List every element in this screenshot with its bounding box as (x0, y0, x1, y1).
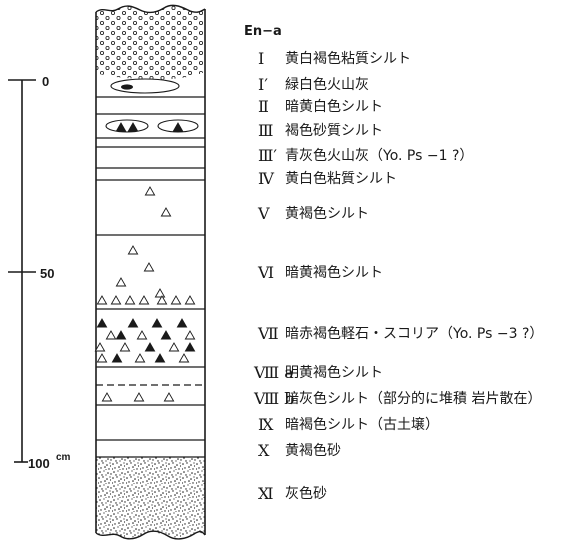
open-triangle-symbol (124, 295, 136, 305)
layer-description-XI: 灰色砂 (285, 485, 327, 502)
layer-numeral-V: Ⅴ (257, 204, 270, 223)
layer-description-X: 黄褐色砂 (285, 442, 341, 459)
open-triangle-symbol (143, 262, 155, 272)
open-triangle-symbol (110, 295, 122, 305)
tephra-marker-label: En−a (244, 24, 282, 39)
layer-numeral-VIII-b: Ⅷ b (253, 389, 295, 408)
layer-labels: Ⅰ 黄白褐色粘質シルト Ⅰ′ 緑白色火山灰 Ⅱ 暗黄白色シルト Ⅲ 褐色砂質シル… (253, 49, 543, 503)
layer-description-V: 黄褐色シルト (285, 205, 369, 222)
scoria-triangle-symbol (127, 122, 139, 132)
open-triangle-symbol (134, 353, 146, 363)
layer-description-IX: 暗褐色シルト（古土壌） (285, 416, 439, 433)
open-triangle-symbol (96, 353, 108, 363)
open-triangle-symbol (178, 353, 190, 363)
open-triangle-symbol (94, 342, 106, 352)
filled-triangle-symbol (127, 318, 139, 328)
layer-I-pumice-fill (96, 5, 205, 80)
layer-XI-sand-fill (96, 457, 205, 538)
layer-description-I-prime: 緑白色火山灰 (285, 76, 369, 93)
layer-numeral-II: Ⅱ (258, 97, 269, 116)
layer-boundaries (96, 96, 205, 458)
open-triangle-symbol (138, 295, 150, 305)
scoria-triangle-symbol (115, 122, 127, 132)
filled-triangle-symbol (176, 318, 188, 328)
layer-numeral-IX: Ⅸ (258, 415, 274, 434)
depth-scale: 0 50 100 cm (8, 74, 71, 471)
layer-description-VIII-b: 暗灰色シルト（部分的に堆積 岩片散在） (285, 390, 541, 407)
layer-description-VII: 暗赤褐色軽石・スコリア（Yo. Ps −3 ?） (285, 325, 543, 342)
layer-description-VIII-a: 明黄褐色シルト (285, 364, 383, 381)
open-triangle-symbol (184, 330, 196, 340)
open-triangle-symbol (168, 342, 180, 352)
open-triangle-symbol (144, 186, 156, 196)
layer-I-prime-inclusion (121, 84, 133, 90)
layer-I-prime-ash-lens (110, 78, 180, 94)
layer-numeral-IV: Ⅳ (258, 169, 275, 188)
depth-label-bottom: 100 (28, 456, 50, 471)
depth-label-top: 0 (42, 74, 49, 89)
open-triangle-symbol (136, 330, 148, 340)
open-triangle-symbol (96, 295, 108, 305)
open-triangle-symbol (133, 392, 145, 402)
layer-description-II: 暗黄白色シルト (285, 98, 383, 115)
column-bottom-wavy-edge (95, 530, 206, 540)
column-top-wavy-edge (95, 4, 206, 14)
layer-description-I: 黄白褐色粘質シルト (285, 50, 411, 67)
layer-numeral-I-prime: Ⅰ′ (258, 75, 268, 94)
layer-description-III: 褐色砂質シルト (285, 122, 383, 139)
clast-symbols (94, 122, 196, 402)
depth-label-middle: 50 (40, 266, 54, 281)
layer-III-lens-right (157, 119, 199, 133)
depth-unit-label: cm (56, 452, 71, 463)
open-triangle-symbol (115, 277, 127, 287)
layer-numeral-I: Ⅰ (258, 49, 264, 68)
filled-triangle-symbol (184, 342, 196, 352)
filled-triangle-symbol (144, 342, 156, 352)
open-triangle-symbol (101, 392, 113, 402)
filled-triangle-symbol (96, 318, 108, 328)
layer-numeral-VIII-a: Ⅷ a (253, 363, 294, 382)
open-triangle-symbol (127, 245, 139, 255)
open-triangle-symbol (156, 295, 168, 305)
open-triangle-symbol (170, 295, 182, 305)
layer-description-III-prime: 青灰色火山灰（Yo. Ps −1 ?） (285, 147, 473, 164)
scoria-triangle-symbol (172, 122, 184, 132)
layer-numeral-III-prime: Ⅲ′ (258, 146, 277, 165)
open-triangle-symbol (184, 295, 196, 305)
filled-triangle-symbol (154, 353, 166, 363)
filled-triangle-symbol (115, 330, 127, 340)
layer-III-lens-left (105, 119, 149, 133)
open-triangle-symbol (105, 330, 117, 340)
open-triangle-symbol (154, 288, 166, 298)
filled-triangle-symbol (151, 318, 163, 328)
layer-numeral-VII: Ⅶ (257, 324, 279, 343)
open-triangle-symbol (163, 392, 175, 402)
open-triangle-symbol (119, 342, 131, 352)
layer-numeral-XI: Ⅺ (258, 484, 274, 503)
layer-numeral-X: Ⅹ (258, 441, 270, 460)
soil-column (94, 4, 206, 540)
layer-numeral-III: Ⅲ (258, 121, 273, 140)
open-triangle-symbol (160, 207, 172, 217)
layer-description-IV: 黄白色粘質シルト (285, 170, 397, 187)
filled-triangle-symbol (111, 353, 123, 363)
layer-numeral-VI: Ⅵ (257, 263, 274, 282)
filled-triangle-symbol (160, 330, 172, 340)
layer-description-VI: 暗黄褐色シルト (285, 264, 383, 281)
